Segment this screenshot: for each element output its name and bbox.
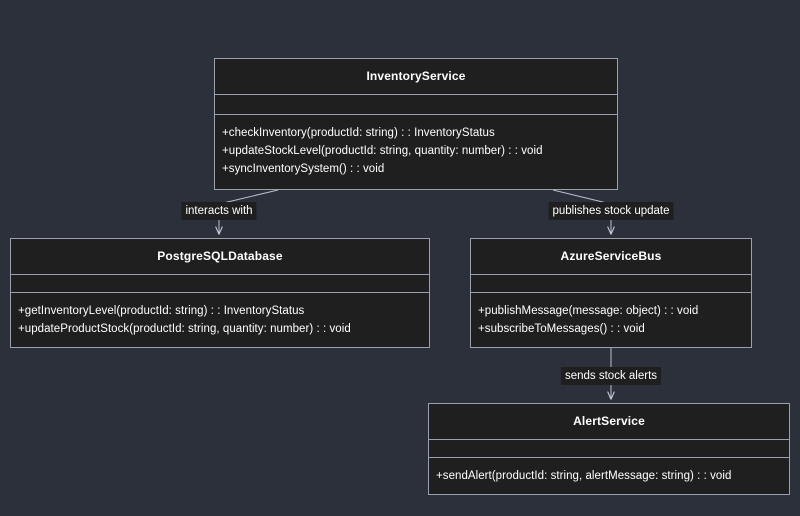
class-method: +checkInventory(productId: string) : : I… <box>222 127 495 139</box>
class-attributes-alert-service <box>429 440 789 458</box>
class-box-alert-service[interactable]: AlertService +sendAlert(productId: strin… <box>428 403 790 495</box>
class-box-azure-service-bus[interactable]: AzureServiceBus +publishMessage(message:… <box>470 238 752 348</box>
class-methods-inventory-service: +checkInventory(productId: string) : : I… <box>215 115 617 189</box>
class-attributes-postgresql-database <box>11 275 429 293</box>
class-methods-alert-service: +sendAlert(productId: string, alertMessa… <box>429 458 789 494</box>
class-method: +sendAlert(productId: string, alertMessa… <box>436 470 732 482</box>
class-method: +publishMessage(message: object) : : voi… <box>478 305 699 317</box>
class-methods-postgresql-database: +getInventoryLevel(productId: string) : … <box>11 293 429 347</box>
class-name-alert-service: AlertService <box>429 404 789 440</box>
class-name-inventory-service: InventoryService <box>215 59 617 95</box>
class-box-postgresql-database[interactable]: PostgreSQLDatabase +getInventoryLevel(pr… <box>10 238 430 348</box>
edge-label-sends-stock-alerts: sends stock alerts <box>560 367 662 385</box>
class-methods-azure-service-bus: +publishMessage(message: object) : : voi… <box>471 293 751 347</box>
edge-label-interacts-with: interacts with <box>181 202 257 220</box>
class-method: +updateProductStock(productId: string, q… <box>18 323 351 335</box>
class-box-inventory-service[interactable]: InventoryService +checkInventory(product… <box>214 58 618 190</box>
class-attributes-inventory-service <box>215 95 617 115</box>
class-name-azure-service-bus: AzureServiceBus <box>471 239 751 275</box>
class-name-postgresql-database: PostgreSQLDatabase <box>11 239 429 275</box>
edge-label-publishes-stock-update: publishes stock update <box>548 202 674 220</box>
class-method: +getInventoryLevel(productId: string) : … <box>18 305 305 317</box>
class-method: +updateStockLevel(productId: string, qua… <box>222 145 543 157</box>
class-attributes-azure-service-bus <box>471 275 751 293</box>
class-method: +subscribeToMessages() : : void <box>478 323 645 335</box>
class-method: +syncInventorySystem() : : void <box>222 163 385 175</box>
